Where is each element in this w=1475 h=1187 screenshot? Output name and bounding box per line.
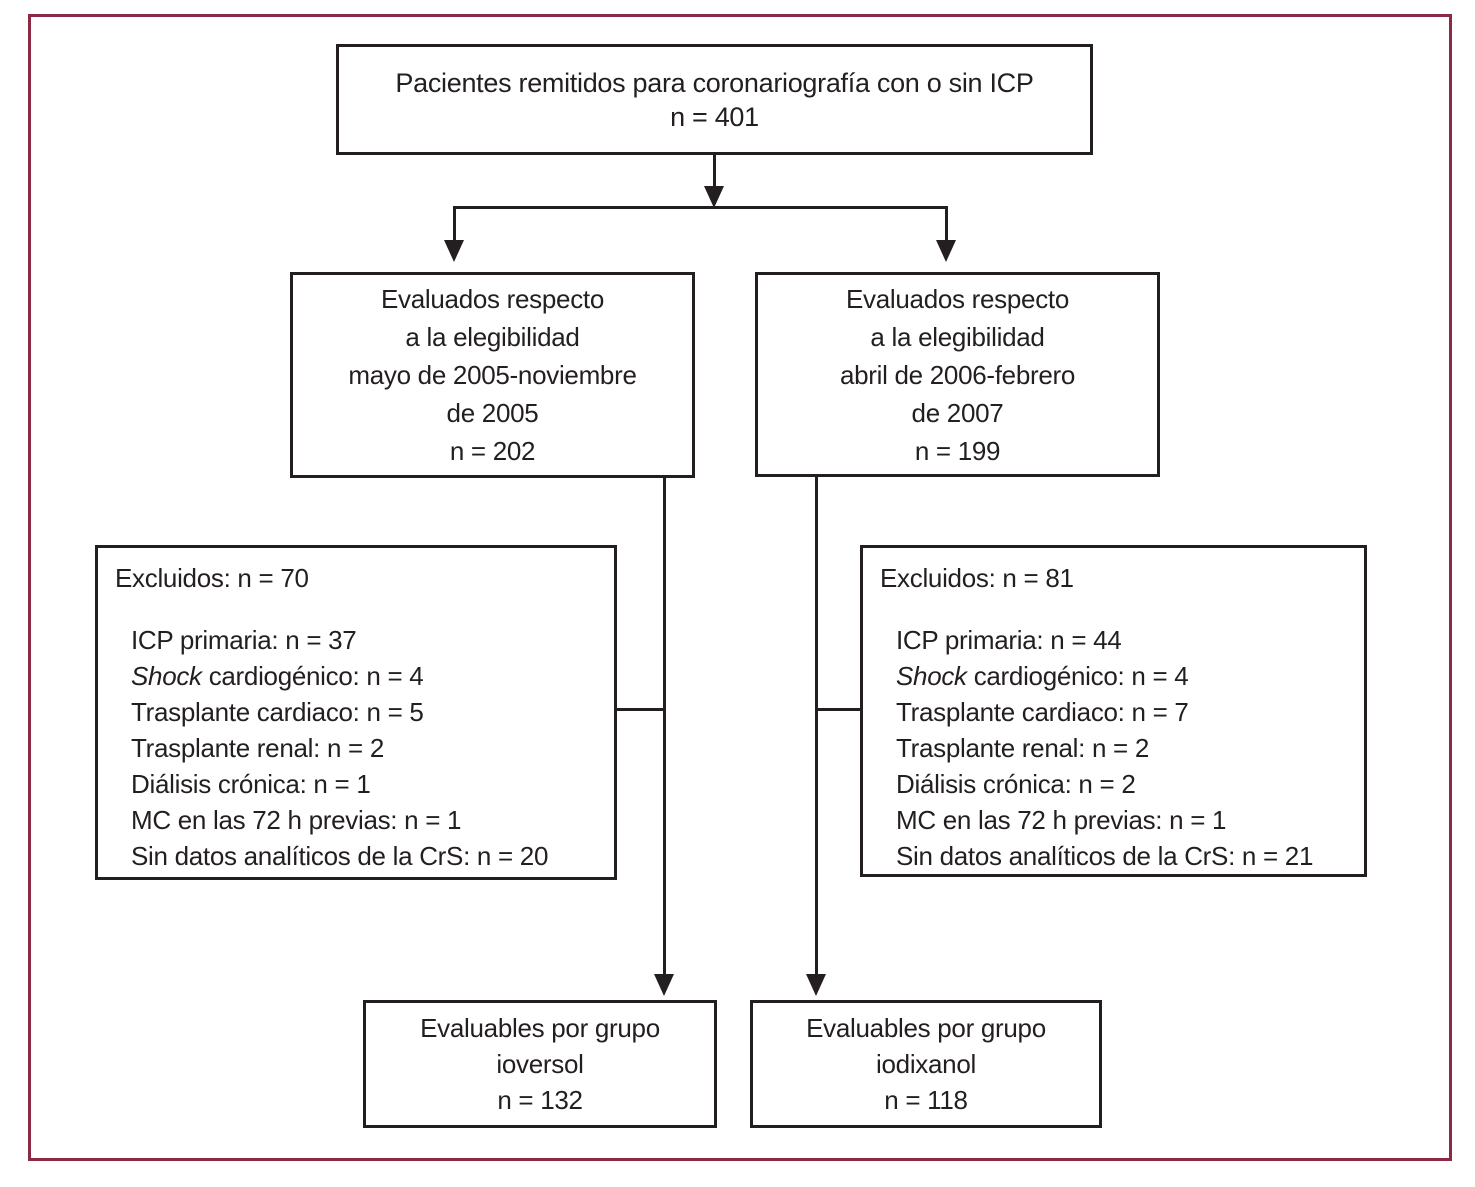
- connector-branch-horizontal: [453, 206, 948, 209]
- connector-excluded-left-tick: [615, 708, 665, 711]
- exclusion-item: MC en las 72 h previas: n = 1: [131, 805, 462, 835]
- box-text-line: de 2007: [911, 397, 1004, 428]
- connector-branch-right-vertical: [945, 206, 948, 242]
- connector-branch-left-vertical: [453, 206, 456, 242]
- box-evaluable-ioversol: Evaluables por grupo ioversol n = 132: [363, 1000, 717, 1128]
- box-text-line: Evaluables por grupo: [806, 1013, 1046, 1043]
- arrowhead-down-icon: [444, 240, 464, 262]
- box-count: n = 202: [449, 436, 536, 466]
- connector-left-long-vertical: [663, 478, 666, 975]
- box-count: n = 118: [884, 1085, 968, 1115]
- exclusion-item: MC en las 72 h previas: n = 1: [896, 805, 1227, 835]
- exclusion-item: Shock cardiogénico: n = 4: [131, 661, 424, 691]
- box-text-line: Evaluados respecto: [381, 284, 604, 314]
- box-referred-patients: Pacientes remitidos para coronariografía…: [336, 44, 1093, 155]
- arrowhead-down-icon: [704, 186, 724, 208]
- exclusion-item: Trasplante cardiaco: n = 5: [131, 697, 424, 727]
- exclusion-item: ICP primaria: n = 37: [131, 625, 357, 655]
- box-count: n = 199: [914, 435, 1001, 466]
- box-text-line: mayo de 2005-noviembre: [348, 360, 637, 390]
- connector-top-vertical: [713, 155, 716, 188]
- exclusion-item: Diálisis crónica: n = 2: [896, 769, 1136, 799]
- box-text-line: Evaluables por grupo: [420, 1013, 660, 1043]
- box-text-line: Pacientes remitidos para coronariografía…: [395, 67, 1034, 98]
- box-text-line: ioversol: [496, 1049, 584, 1079]
- box-evaluable-iodixanol: Evaluables por grupo iodixanol n = 118: [750, 1000, 1102, 1128]
- figure-frame: [28, 14, 1452, 1161]
- box-eligibility-2005: Evaluados respecto a la elegibilidad may…: [290, 272, 695, 478]
- box-count: n = 401: [670, 101, 759, 132]
- connector-excluded-right-tick: [816, 708, 862, 711]
- box-text-line: Evaluados respecto: [846, 283, 1069, 314]
- connector-right-long-vertical: [815, 477, 818, 975]
- box-text-line: de 2005: [446, 398, 539, 428]
- box-excluded-left: Excluidos: n = 70 ICP primaria: n = 37 S…: [95, 545, 617, 880]
- box-excluded-right: Excluidos: n = 81 ICP primaria: n = 44 S…: [860, 545, 1367, 877]
- arrowhead-down-icon: [936, 240, 956, 262]
- box-text-line: a la elegibilidad: [405, 322, 580, 352]
- exclusion-item: ICP primaria: n = 44: [896, 625, 1122, 655]
- box-text-line: abril de 2006-febrero: [839, 359, 1076, 390]
- exclusion-item: Trasplante renal: n = 2: [131, 733, 385, 763]
- exclusion-item: Trasplante cardiaco: n = 7: [896, 697, 1189, 727]
- excluded-list: ICP primaria: n = 44 Shock cardiogénico:…: [896, 622, 1364, 874]
- box-count: n = 132: [497, 1085, 583, 1115]
- box-text-line: iodixanol: [876, 1049, 976, 1079]
- exclusion-item: Sin datos analíticos de la CrS: n = 20: [131, 841, 549, 871]
- exclusion-item: Shock cardiogénico: n = 4: [896, 661, 1189, 691]
- arrowhead-down-icon: [654, 974, 674, 996]
- exclusion-item: Sin datos analíticos de la CrS: n = 21: [896, 841, 1314, 871]
- box-text-line: a la elegibilidad: [870, 321, 1045, 352]
- arrowhead-down-icon: [806, 974, 826, 996]
- exclusion-item: Diálisis crónica: n = 1: [131, 769, 371, 799]
- exclusion-item: Trasplante renal: n = 2: [896, 733, 1150, 763]
- excluded-header: Excluidos: n = 81: [880, 563, 1074, 593]
- box-eligibility-2006-2007: Evaluados respecto a la elegibilidad abr…: [755, 272, 1160, 477]
- excluded-list: ICP primaria: n = 37 Shock cardiogénico:…: [131, 622, 614, 874]
- excluded-header: Excluidos: n = 70: [115, 563, 309, 593]
